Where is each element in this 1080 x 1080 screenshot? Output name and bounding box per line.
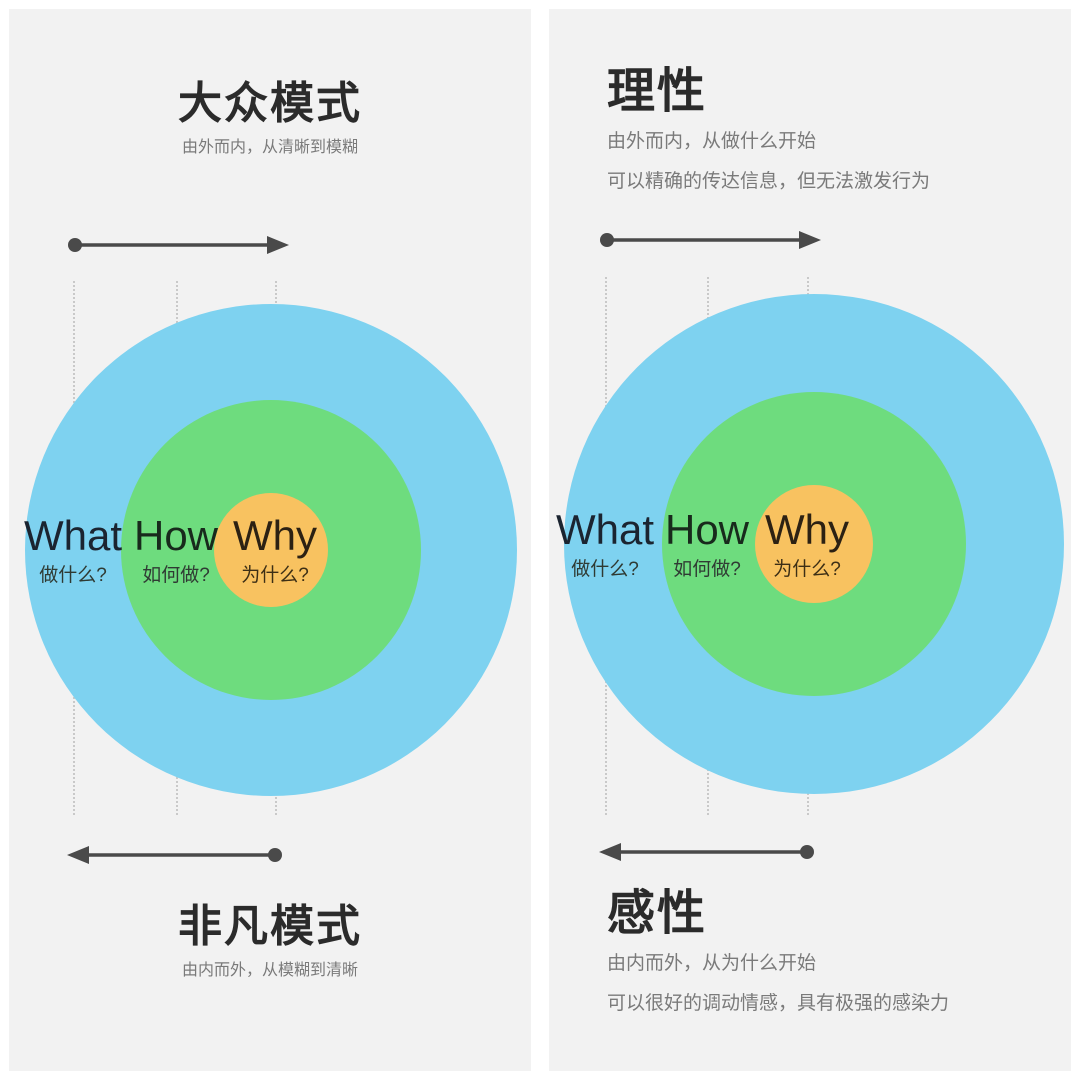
right-panel-top-arrow-right-icon: [600, 231, 821, 249]
right-panel-bottom-subtitle-2: 可以很好的调动情感，具有极强的感染力: [607, 992, 950, 1014]
left-panel-bottom-subtitle-1: 由内而外，从模糊到清晰: [181, 962, 358, 980]
right-panel-bottom-arrow-left-icon: [599, 843, 814, 861]
left-panel-top-title: 大众模式: [178, 79, 362, 128]
right-panel-bottom-heading: 感性 由内而外，从为什么开始 可以很好的调动情感，具有极强的感染力: [607, 887, 950, 1018]
ring-why-inner[interactable]: [755, 485, 873, 603]
ring-why-inner[interactable]: [214, 493, 328, 607]
panel-mass-vs-extraordinary: 大众模式 由外而内，从清晰到模糊 What 做什么? How 如何做?: [9, 9, 531, 1071]
right-panel-top-heading: 理性 由外而内，从做什么开始 可以精确的传达信息，但无法激发行为: [607, 65, 931, 196]
left-panel-top-heading: 大众模式 由外而内，从清晰到模糊: [9, 79, 531, 161]
left-panel-bottom-title: 非凡模式: [178, 902, 362, 951]
left-panel-top-arrow-right-icon: [68, 236, 289, 254]
right-panel-top-subtitle-2: 可以精确的传达信息，但无法激发行为: [607, 170, 931, 192]
right-panel-bottom-title: 感性: [607, 887, 708, 940]
left-panel-bottom-arrow-left-icon: [67, 846, 282, 864]
left-panel-top-subtitle-1: 由外而内，从清晰到模糊: [181, 139, 358, 157]
panel-rational-vs-emotional: 理性 由外而内，从做什么开始 可以精确的传达信息，但无法激发行为 What 做什…: [549, 9, 1071, 1071]
right-panel-bottom-subtitle-1: 由内而外，从为什么开始: [607, 953, 817, 975]
left-panel-bottom-heading: 非凡模式 由内而外，从模糊到清晰: [9, 902, 531, 984]
right-panel-top-title: 理性: [607, 65, 708, 118]
right-panel-top-subtitle-1: 由外而内，从做什么开始: [607, 131, 817, 153]
